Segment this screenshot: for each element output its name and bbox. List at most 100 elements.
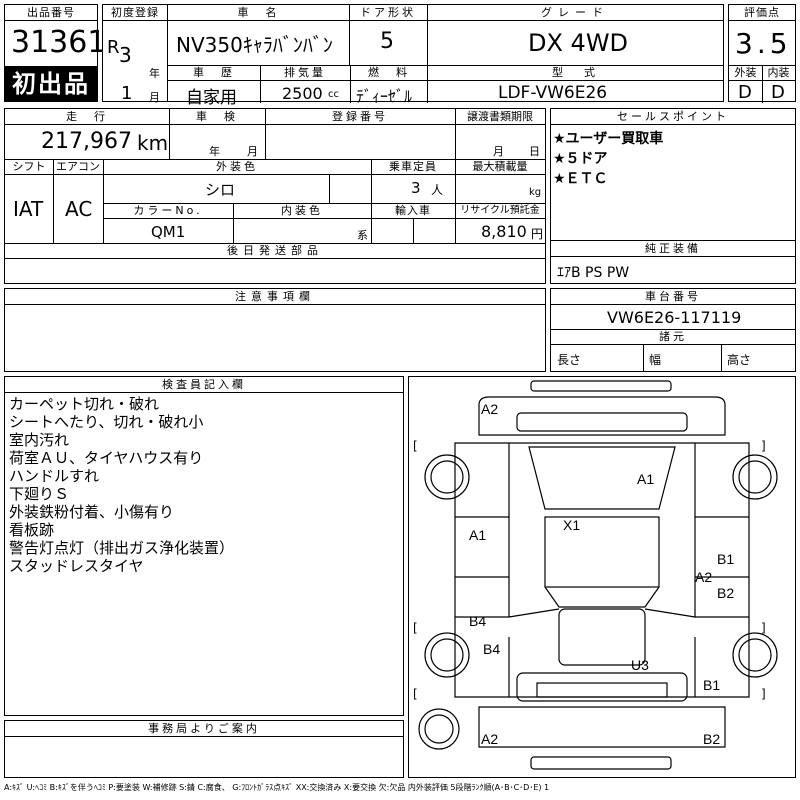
- capacity-unit: 人: [431, 183, 444, 197]
- office-label: 事務局よりご案内: [5, 721, 403, 737]
- sales-point-item: ★ＥＴＣ: [553, 171, 608, 187]
- first-listing-badge: 初出品: [4, 66, 98, 102]
- fuel: ﾃﾞｨｰｾﾞﾙ: [356, 87, 413, 106]
- capacity-label: 乗車定員: [371, 159, 455, 175]
- inspector-note: 下廻りＳ: [9, 485, 70, 503]
- bracket-left-3: [: [413, 687, 418, 701]
- interior-grade: D: [771, 82, 785, 103]
- ext-color: シロ: [205, 181, 236, 199]
- recycle-unit: 円: [531, 227, 544, 241]
- caution-box: 注意事項欄: [4, 288, 546, 372]
- bracket-left-1: [: [413, 439, 418, 453]
- inspector-note: ハンドルすれ: [9, 467, 100, 485]
- equipment-label: 純正装備: [551, 241, 795, 257]
- inspection-month-unit: 月: [247, 145, 258, 158]
- transfer-month-unit: 月: [493, 145, 504, 158]
- mileage-unit: km: [137, 131, 169, 155]
- car-name: NV350ｷｬﾗﾊﾞﾝﾊﾞﾝ: [176, 33, 333, 57]
- inspection-year-unit: 年: [209, 145, 220, 158]
- month-unit: 月: [149, 91, 160, 104]
- recycle-fee: 8,810: [481, 222, 527, 241]
- score-box: 評価点 3.5 外装 内装 D D: [728, 4, 796, 103]
- sales-point-item: ★５ドア: [553, 151, 608, 167]
- ext-color-label: 外装色: [103, 159, 371, 175]
- vehicle-info-box: 走 行 車 検 登録番号 譲渡書類期限 217,967 km 年 月 月 日 シ…: [4, 108, 546, 284]
- grade-label: グレード: [427, 5, 723, 21]
- header-main-box: 車 名 ドア形状 グレード NV350ｷｬﾗﾊﾞﾝﾊﾞﾝ 5 DX 4WD 車 …: [167, 4, 724, 108]
- damage-mark: X1: [563, 517, 581, 533]
- int-color-label: 内装色: [233, 203, 371, 219]
- door-count: 5: [380, 29, 394, 54]
- air-conditioner: AC: [65, 197, 93, 221]
- mileage-label: 走 行: [5, 109, 169, 125]
- damage-mark: A2: [481, 731, 499, 747]
- chassis-label: 車台番号: [551, 289, 795, 305]
- office-box: 事務局よりご案内: [4, 720, 404, 778]
- inspector-note: 荷室ＡＵ、タイヤハウス有り: [9, 449, 204, 467]
- vehicle-outline: [418, 380, 778, 770]
- registration-month: 1: [121, 83, 133, 104]
- inspector-note: 警告灯点灯（排出ガス浄化装置）: [9, 539, 235, 557]
- model-code: LDF-VW6E26: [498, 83, 608, 103]
- score-label: 評価点: [729, 5, 795, 21]
- ac-label: エアコン: [53, 159, 103, 175]
- lot-number: 31361: [11, 25, 107, 60]
- later-parts-label: 後日発送部品: [5, 243, 545, 259]
- caution-label: 注意事項欄: [5, 289, 545, 305]
- transfer-day-unit: 日: [529, 145, 540, 158]
- import-label: 輸入車: [371, 203, 455, 219]
- door-label: ドア形状: [349, 5, 427, 21]
- int-color-unit: 系: [357, 229, 368, 242]
- era: R: [107, 37, 120, 58]
- damage-mark: A1: [637, 471, 655, 487]
- sales-points-list: ★ユーザー買取車 ★５ドア ★ＥＴＣ: [553, 129, 663, 189]
- damage-diagram: [ ] [ ] [ ] A2 A1 X1 A1 B1 A2 B2 B4 B4 U…: [408, 376, 796, 778]
- chassis-number: VW6E26-117119: [607, 308, 742, 327]
- damage-mark: B2: [703, 731, 721, 747]
- grade: DX 4WD: [528, 29, 629, 57]
- sales-point-item: ★ユーザー買取車: [553, 131, 664, 147]
- reg-no-label: 登録番号: [265, 109, 455, 125]
- shift: IAT: [13, 197, 44, 221]
- equipment-value: ｴｱB PS PW: [557, 265, 630, 281]
- bracket-right-2: ]: [761, 621, 766, 635]
- bracket-right-1: ]: [761, 439, 766, 453]
- load-unit: kg: [529, 187, 542, 198]
- first-registration-label: 初度登録: [103, 5, 167, 21]
- displacement-label: 排気量: [260, 65, 350, 81]
- height-label: 高さ: [727, 353, 752, 367]
- color-no: QM1: [151, 223, 186, 241]
- shift-label: シフト: [5, 159, 53, 175]
- sales-points-box: セールスポイント ★ユーザー買取車 ★５ドア ★ＥＴＣ: [550, 108, 796, 242]
- history-label: 車 歴: [168, 65, 260, 81]
- bracket-right-3: ]: [761, 687, 766, 701]
- history: 自家用: [186, 88, 237, 108]
- model-label: 型 式: [428, 65, 724, 81]
- inspector-note: スタッドレスタイヤ: [9, 557, 144, 575]
- displacement: 2500: [282, 84, 323, 103]
- capacity: 3: [411, 179, 421, 197]
- lot-number-label: 出品番号: [5, 5, 97, 21]
- exterior-label: 外装: [729, 65, 762, 81]
- displacement-unit: cc: [328, 89, 339, 100]
- damage-mark: A2: [695, 569, 713, 585]
- interior-label: 内装: [762, 65, 795, 81]
- registration-year: 3: [119, 43, 132, 67]
- equipment-box: 純正装備 ｴｱB PS PW: [550, 240, 796, 284]
- width-label: 幅: [649, 353, 662, 367]
- damage-mark: B2: [717, 585, 735, 601]
- damage-mark: B1: [717, 551, 735, 567]
- first-registration-box: 初度登録 R 3 年 1 月: [102, 4, 168, 104]
- year-unit: 年: [149, 67, 160, 80]
- legend: A:ｷｽﾞ U:ﾍｺﾐ B:ｷｽﾞを伴うﾍｺﾐ P:要塗装 W:補修跡 S:錆 …: [4, 783, 550, 792]
- transfer-label: 譲渡書類期限: [455, 109, 545, 125]
- bracket-left-2: [: [413, 621, 418, 635]
- inspector-box: 検査員記入欄 カーペット切れ・破れシートへたり、切れ・破れ小室内汚れ荷室ＡＵ、タ…: [4, 376, 404, 716]
- dims-label: 諸元: [551, 329, 795, 345]
- sales-points-label: セールスポイント: [551, 109, 795, 125]
- car-name-label: 車 名: [168, 5, 349, 21]
- inspector-note: 外装鉄粉付着、小傷有り: [9, 503, 175, 521]
- recycle-label: リサイクル預託金: [455, 203, 545, 219]
- inspection-label: 車 検: [169, 109, 265, 125]
- inspector-note: カーペット切れ・破れ: [9, 395, 160, 413]
